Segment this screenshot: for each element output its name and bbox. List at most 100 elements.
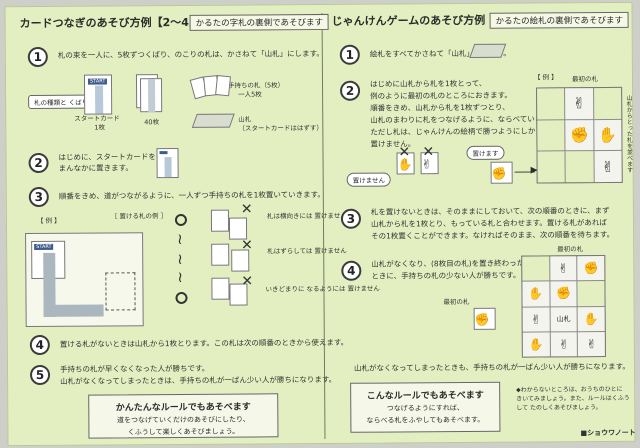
first-card-example: ✊ <box>473 307 496 330</box>
rstep-3-text-3: その1枚置くことができます。なければそのまま、次の順番を待ちます。 <box>371 229 615 241</box>
road-card-stack-top <box>139 78 163 113</box>
rstep-3-number: 3 <box>340 208 362 229</box>
ok-circle-icon <box>174 213 188 227</box>
rstep-2-text-3: 順番をきめ、山札から札を1枚ずつとり、 <box>370 102 510 113</box>
right-end-line: 山札がなくなってしまったときも、手持ちの札が一ばん少い人が勝ちになります。 <box>353 361 630 373</box>
right-note: ◆わからないところは、おうちのひとに きいてみましょう。また、ルールはくふうして… <box>516 385 630 412</box>
rule-1-card-b <box>228 217 248 240</box>
rule-1-x-icon: ✕ <box>240 201 253 218</box>
wave-icon-3: ≀ <box>177 267 184 286</box>
left-example-label: 【 例 】 <box>36 216 61 225</box>
can-place-bubble: 置けます <box>466 145 505 160</box>
step-2-text-1: はじめに、スタートカードを <box>58 152 156 162</box>
bad-x-icon-2: ✕ <box>422 144 435 161</box>
rstep-4-text-2: ときに、手持ちの札の少ない人が勝ちです。 <box>371 270 521 281</box>
road-card-count: 40枚 <box>144 118 160 127</box>
wave-icon-1: ≀ <box>177 229 183 248</box>
grid-card-hand-1: ✌ <box>565 88 593 119</box>
step-5-number: 5 <box>29 364 51 386</box>
grid-card-hand-4: ✌ <box>594 151 622 183</box>
step-5-text-2: 山札がなくなってしまったときは、手持ちの札が一ばん少い人が勝ちになります。 <box>60 374 337 386</box>
yamafuda-stack <box>191 113 235 128</box>
final-card-3: ✋ <box>522 281 550 307</box>
hand-cards-label: 手持ちの札（5枚） <box>228 81 285 90</box>
first-card-label-2: 最初の札 <box>557 245 584 254</box>
hand-card-3 <box>215 75 231 97</box>
rstep-2-text-5: ただし札は、じゃんけんの絵柄で勝つようにしか <box>370 126 536 137</box>
step-3-text: 順番をきめ、道がつながるように、一人ずつ手持ちの札を1枚置いていきます。 <box>58 189 325 201</box>
step-1-number: 1 <box>27 46 48 68</box>
rstep-3-text-2: 山札から札を1枚とり、もっている札と合わせます。置ける札があれば <box>370 217 607 229</box>
hand-cards-label-2: 一人5枚 <box>238 90 262 99</box>
right-subtitle: かるたの絵札の裏側であそびます <box>489 11 630 29</box>
yamafuda-label: 山札 <box>238 115 252 124</box>
arrow-icon: ▶ <box>530 165 538 176</box>
yamafuda-note: （スタートカードははずす） <box>238 123 323 133</box>
first-card-label-3: 最初の札 <box>443 297 470 307</box>
rstep-2-text-2: 例のように最初の札のところにおきます。 <box>370 90 512 101</box>
rule-3-card-a <box>211 277 230 300</box>
example-road-horizontal <box>43 304 104 317</box>
bad-x-icon-1: ✕ <box>398 144 411 161</box>
final-card-1: ✌ <box>549 256 577 281</box>
left-box-line-1: 道をつなげていくだけのあそびにしたり、 <box>116 415 250 425</box>
side-note: 山札からとった札を並べます <box>625 94 633 173</box>
final-card-yamafuda: 山札 <box>550 306 578 332</box>
final-card-5: ✌ <box>522 306 550 332</box>
final-grid: ✌ ✊ ✋ ✊ ✌ 山札 ✋ ✋ ✌ ✌ <box>521 255 606 358</box>
instruction-sheet: カードつなぎのあそび方例【2〜4人用】 かるたの字札の裏側であそびます 1 札の… <box>4 1 636 447</box>
step-2-text-2: まんなかに置きます。 <box>58 163 133 173</box>
rstep-2-number: 2 <box>340 80 361 101</box>
step-4-text: 置ける札がないときは山札から1枚とります。この札は次の順番のときから使えます。 <box>59 337 349 349</box>
rstep-2-text-4: 山札のまわりに札をつなげるように、ならべていきます。 <box>370 114 565 125</box>
cannot-place-bubble: 置けません <box>346 172 392 187</box>
right-box-line-2: ならべる札をふやしてもあそべます。 <box>366 415 485 425</box>
rstep-2-text-1: はじめに山札から札を1枚とって、 <box>369 78 487 89</box>
start-card: START <box>83 74 113 115</box>
step-4-number: 4 <box>29 334 50 356</box>
wave-icon-2: ≀ <box>177 249 183 268</box>
example-grid: ✌ ✊ ✋ ✌ <box>536 86 623 184</box>
final-card-6: ✋ <box>577 306 605 331</box>
first-card-label: 最初の札 <box>571 75 599 84</box>
right-rule-box: こんなルールでもあそべます つなげるようにすれば、 ならべる札をふやしてもあそべ… <box>350 381 501 433</box>
rule-1-text: 札は横向きには 置けません <box>266 211 347 221</box>
rstep-3-text-1: 札を置けないときは、そのままにしておいて、次の順番のときに、まず <box>370 205 610 217</box>
rule-2-x-icon: ✕ <box>241 237 253 254</box>
grid-card-hand-2: ✊ <box>565 119 594 151</box>
final-card-2: ✊ <box>577 256 605 281</box>
rstep-4-number: 4 <box>341 260 362 281</box>
good-card: ✊ <box>490 161 513 184</box>
rule-2-card-a <box>211 243 230 266</box>
final-card-4: ✊ <box>550 281 577 306</box>
right-box-title: こんなルールでもあそべます <box>366 390 484 402</box>
left-box-title: かんたんなルールでもあそべます <box>115 402 251 414</box>
final-card-9: ✌ <box>578 331 605 357</box>
example-next-slot <box>105 272 136 311</box>
rule-3-x-icon: ✕ <box>241 273 254 290</box>
left-subtitle: かるたの字札の裏側であそびます <box>189 13 330 31</box>
brand-logo: ■ショウワノート <box>580 428 636 438</box>
rstep-1-number: 1 <box>339 44 360 65</box>
final-yamafuda-label: 山札 <box>556 314 571 323</box>
final-card-8: ✌ <box>550 331 578 357</box>
step-3-number: 3 <box>28 186 49 208</box>
right-yamafuda-stack <box>469 43 507 58</box>
ok-circle-icon-2 <box>175 291 188 305</box>
rstep-4-text-1: 山札がなくなり、(8枚目の札)を置き終わった <box>371 258 525 269</box>
right-box-line-1: つなげるようにすれば、 <box>386 404 464 413</box>
left-box-line-2: くふうして楽しくあそびましょう。 <box>127 427 240 437</box>
start-card-count: 1枚 <box>94 123 105 132</box>
rule-3-text: いきどまりに なるようには 置けません <box>265 284 380 294</box>
placeable-example-label: ［ 置ける札の例 ］ <box>110 212 168 221</box>
right-example-label: 【 例 】 <box>533 73 558 82</box>
step-1-text: 札の束を一人に、5枚ずつくばり、のこりの札は、かさねて「山札」にします。 <box>57 48 324 60</box>
left-simple-rule-box: かんたんなルールでもあそべます 道をつなげていくだけのあそびにしたり、 くふうし… <box>88 393 279 439</box>
final-card-7: ✋ <box>522 332 550 357</box>
rule-1-card-a <box>210 209 230 232</box>
rule-2-text: 札はずらしては 置けません <box>267 246 347 256</box>
step-2-number: 2 <box>28 152 49 174</box>
step-5-text-1: 手持ちの札が早くなくなった人が勝ちです。 <box>59 363 210 374</box>
grid-card-hand-3: ✋ <box>593 119 622 151</box>
step-2-start-card <box>156 147 179 179</box>
